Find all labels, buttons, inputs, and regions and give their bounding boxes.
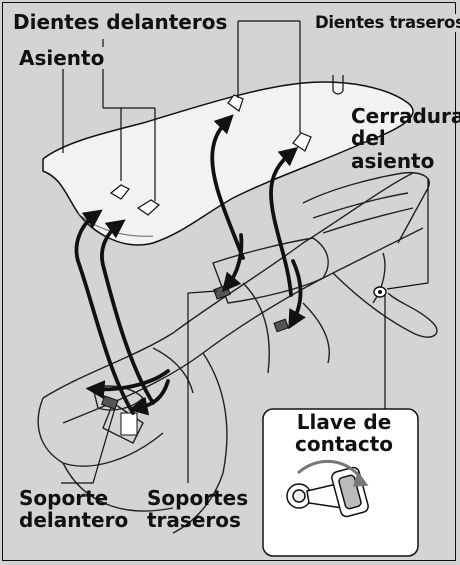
support-details — [101, 284, 289, 436]
ignition-key-icon — [286, 459, 369, 518]
label-seat-lock-line2: del — [351, 126, 386, 151]
label-front-support: Soporte delantero — [19, 487, 128, 532]
label-seat-lock-line1: Cerradura — [351, 104, 460, 128]
label-rear-supports-line1: Soportes — [147, 486, 249, 510]
label-seat-lock-line3: asiento — [351, 148, 435, 173]
label-ignition-key-line1: Llave de — [296, 410, 392, 434]
label-rear-supports: Soportes traseros — [147, 487, 248, 532]
seat-lock-icon — [373, 286, 387, 298]
label-front-support-line1: Soporte — [19, 486, 109, 510]
label-ignition-key: Llave de contacto — [295, 411, 393, 456]
label-front-teeth: Dientes delanteros — [11, 10, 230, 34]
label-seat-lock: Cerradura del asiento — [351, 104, 460, 173]
label-front-support-line2: delantero — [19, 508, 129, 533]
label-rear-supports-line2: traseros — [147, 508, 241, 533]
label-rear-teeth: Dientes traseros — [313, 13, 460, 33]
seat-removal-illustration — [37, 20, 438, 557]
seat-teeth — [109, 75, 344, 216]
label-seat: Asiento — [17, 46, 107, 70]
seat — [42, 81, 414, 246]
label-ignition-key-line2: contacto — [295, 432, 394, 457]
direction-arrows — [74, 114, 306, 416]
